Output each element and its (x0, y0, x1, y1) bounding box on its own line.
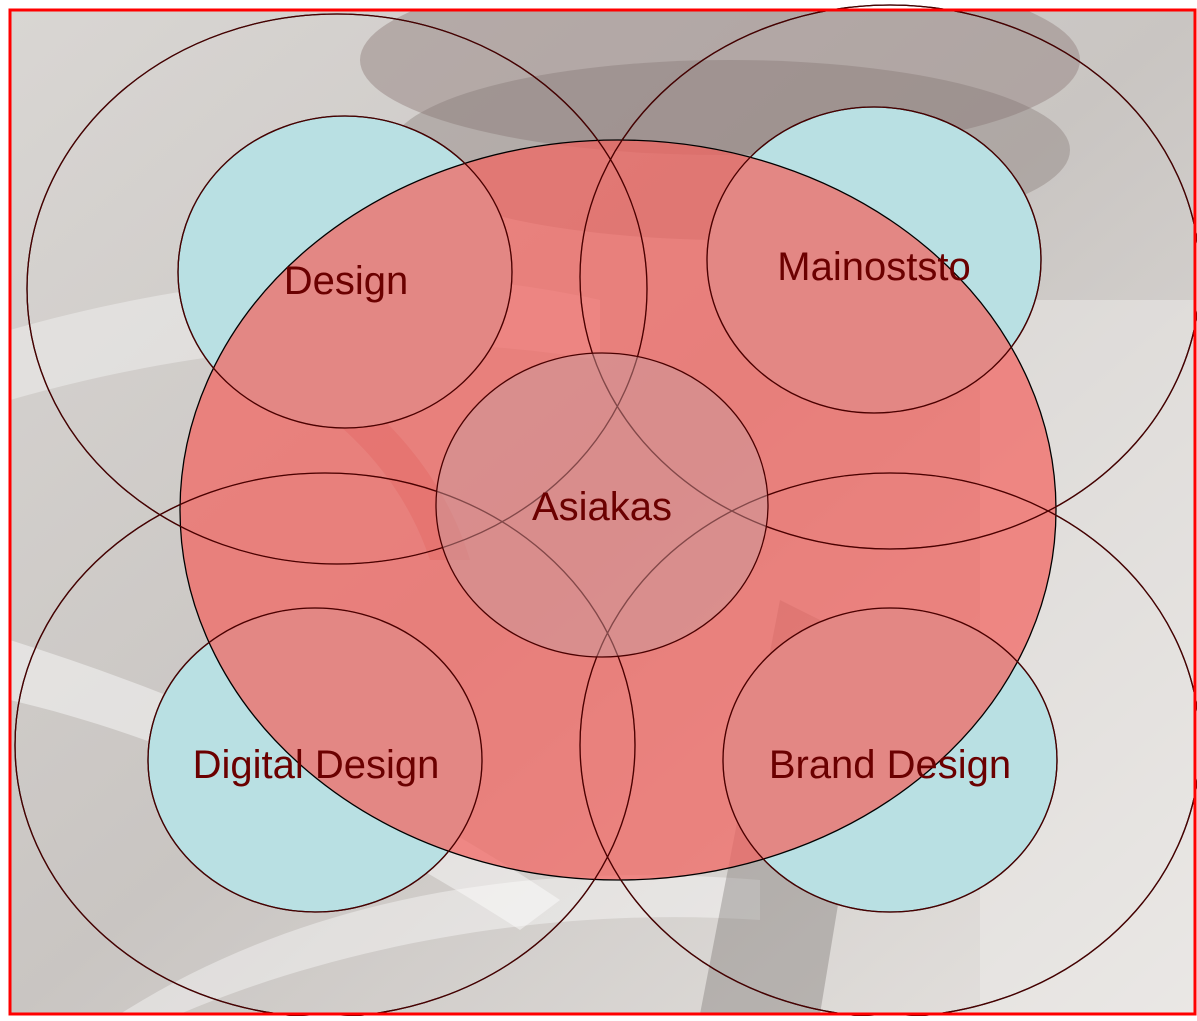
center-circle (435, 352, 769, 658)
labels: Asiakas Design Mainoststo Digital Design… (193, 245, 1012, 787)
label-brand-design: Brand Design (769, 743, 1011, 787)
center-label: Asiakas (532, 485, 672, 529)
label-design: Design (284, 259, 409, 303)
label-mainoststo: Mainoststo (777, 245, 970, 289)
frame-border (8, 8, 1197, 1016)
central-ellipse (179, 139, 1057, 881)
label-digital-design: Digital Design (193, 743, 440, 787)
